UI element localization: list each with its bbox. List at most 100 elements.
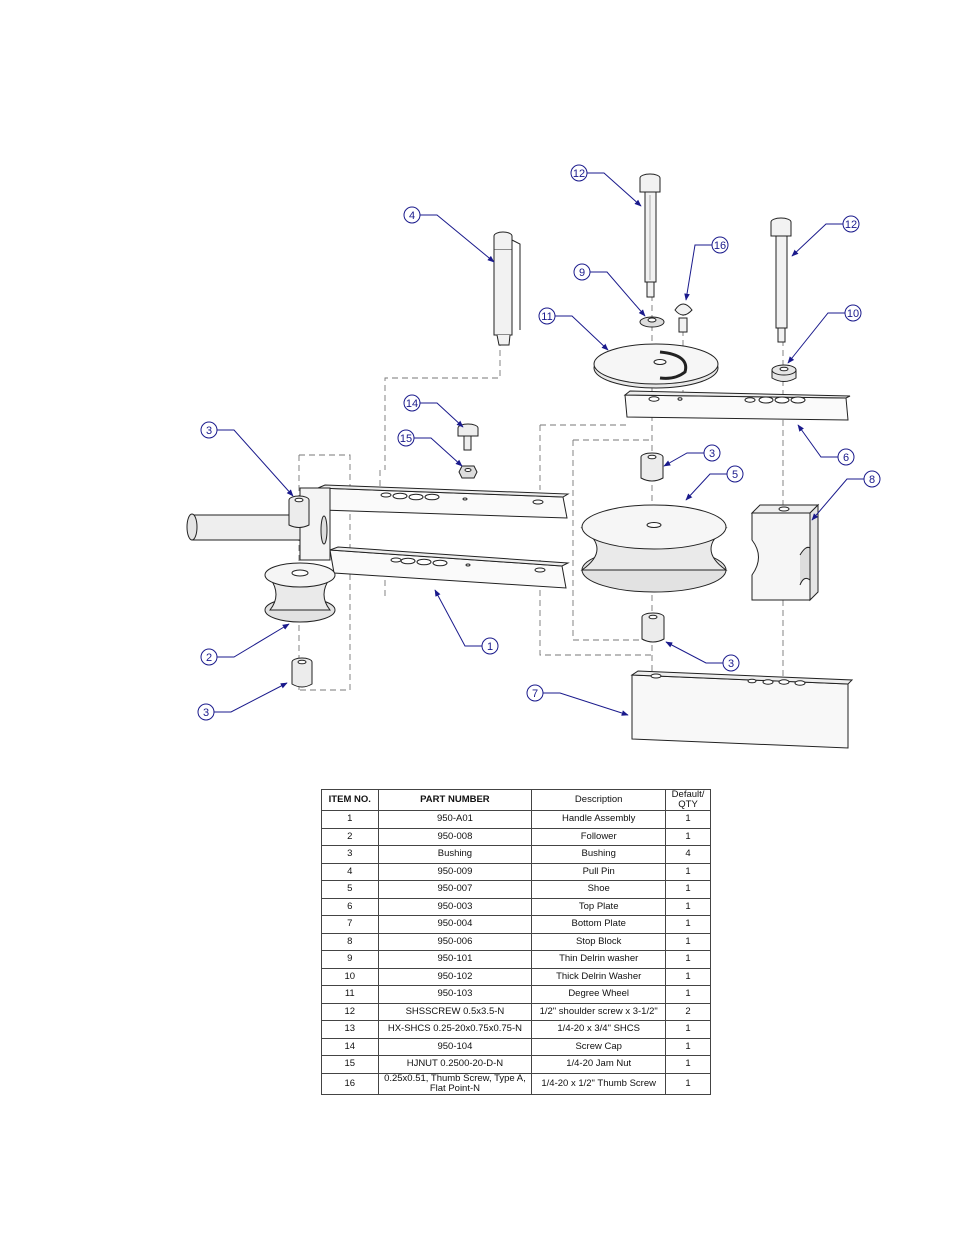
balloon-circle <box>863 470 881 488</box>
screw-cap <box>457 423 479 451</box>
balloon-leader <box>543 692 629 716</box>
balloon-leader <box>787 312 845 364</box>
cell-part-number: 950-009 <box>377 862 533 881</box>
cell-description: Handle Assembly <box>531 810 667 829</box>
cell-part-number: HJNUT 0.2500-20-D-N <box>377 1055 533 1074</box>
header-part-number: PART NUMBER <box>377 789 533 811</box>
cell-part-number: SHSSCREW 0.5x3.5-N <box>377 1002 533 1021</box>
cell-qty: 1 <box>665 862 711 881</box>
cell-part-number: 950-007 <box>377 880 533 899</box>
balloon-circle <box>711 236 729 254</box>
balloon-label: 4 <box>409 210 415 222</box>
balloon-circle <box>726 465 744 483</box>
balloon-leader <box>414 437 463 467</box>
cell-description: 1/2" shoulder screw x 3-1/2" <box>531 1002 667 1021</box>
balloon-leader <box>420 402 464 428</box>
balloon-circle <box>844 304 862 322</box>
cell-qty: 1 <box>665 1072 711 1095</box>
cell-part-number: 950-101 <box>377 950 533 969</box>
cell-part-number: 950-004 <box>377 915 533 934</box>
cell-item-no: 14 <box>321 1037 379 1056</box>
handle-assembly <box>186 484 570 589</box>
cell-description: Pull Pin <box>531 862 667 881</box>
cell-description: 1/4-20 x 3/4" SHCS <box>531 1020 667 1039</box>
shoulder-screw-right <box>770 217 792 343</box>
cell-item-no: 4 <box>321 862 379 881</box>
cell-part-number: 950-103 <box>377 985 533 1004</box>
balloon-label: 3 <box>728 658 734 670</box>
cell-item-no: 2 <box>321 827 379 846</box>
balloon-circle <box>403 394 421 412</box>
balloon-label: 9 <box>579 267 585 279</box>
cell-description: 1/4-20 x 1/2" Thumb Screw <box>531 1072 667 1095</box>
thin-delrin-washer <box>639 316 665 328</box>
balloon-leader <box>665 641 723 664</box>
shoe <box>580 504 728 593</box>
balloon-circle <box>722 654 740 672</box>
cell-description: Thick Delrin Washer <box>531 967 667 986</box>
cell-qty: 1 <box>665 1055 711 1074</box>
cell-part-number: 950-A01 <box>377 810 533 829</box>
cell-description: Shoe <box>531 880 667 899</box>
balloon-circle <box>842 215 860 233</box>
balloon-label: 16 <box>714 240 726 252</box>
balloon-label: 11 <box>541 311 552 323</box>
cell-description: Follower <box>531 827 667 846</box>
balloon-label: 10 <box>847 308 859 320</box>
cell-part-number: 950-008 <box>377 827 533 846</box>
balloon-circle <box>703 444 721 462</box>
balloon-circle <box>837 448 855 466</box>
cell-description: Top Plate <box>531 897 667 916</box>
cell-item-no: 8 <box>321 932 379 951</box>
top-plate <box>623 390 851 421</box>
balloon-circle <box>570 164 588 182</box>
cell-item-no: 13 <box>321 1020 379 1039</box>
cell-description: Stop Block <box>531 932 667 951</box>
balloon-leader <box>217 429 294 497</box>
cell-description: 1/4-20 Jam Nut <box>531 1055 667 1074</box>
cell-qty: 4 <box>665 845 711 864</box>
cell-description: Thin Delrin washer <box>531 950 667 969</box>
stop-block <box>750 503 820 602</box>
bushing-lower-left <box>291 657 313 688</box>
bom-header-row: ITEM NO. PART NUMBER Description Default… <box>321 789 711 811</box>
header-description: Description <box>531 789 667 811</box>
bushing-lower-center <box>641 612 665 643</box>
cell-qty: 1 <box>665 827 711 846</box>
cell-part-number: 950-003 <box>377 897 533 916</box>
balloon-label: 3 <box>203 707 209 719</box>
balloon-label: 7 <box>532 688 538 700</box>
cell-item-no: 15 <box>321 1055 379 1074</box>
cell-qty: 2 <box>665 1002 711 1021</box>
thumb-screw <box>674 303 693 333</box>
cell-description: Screw Cap <box>531 1037 667 1056</box>
cell-qty: 1 <box>665 915 711 934</box>
cell-item-no: 10 <box>321 967 379 986</box>
balloon-label: 3 <box>709 448 715 460</box>
balloon-label: 12 <box>845 219 857 231</box>
cell-item-no: 6 <box>321 897 379 916</box>
degree-wheel <box>593 343 719 389</box>
shoulder-screw-left <box>639 173 661 298</box>
cell-description: Bushing <box>531 845 667 864</box>
balloon-label: 6 <box>843 452 849 464</box>
balloon-leader <box>587 172 642 207</box>
cell-qty: 1 <box>665 897 711 916</box>
balloon-leader <box>684 244 712 301</box>
